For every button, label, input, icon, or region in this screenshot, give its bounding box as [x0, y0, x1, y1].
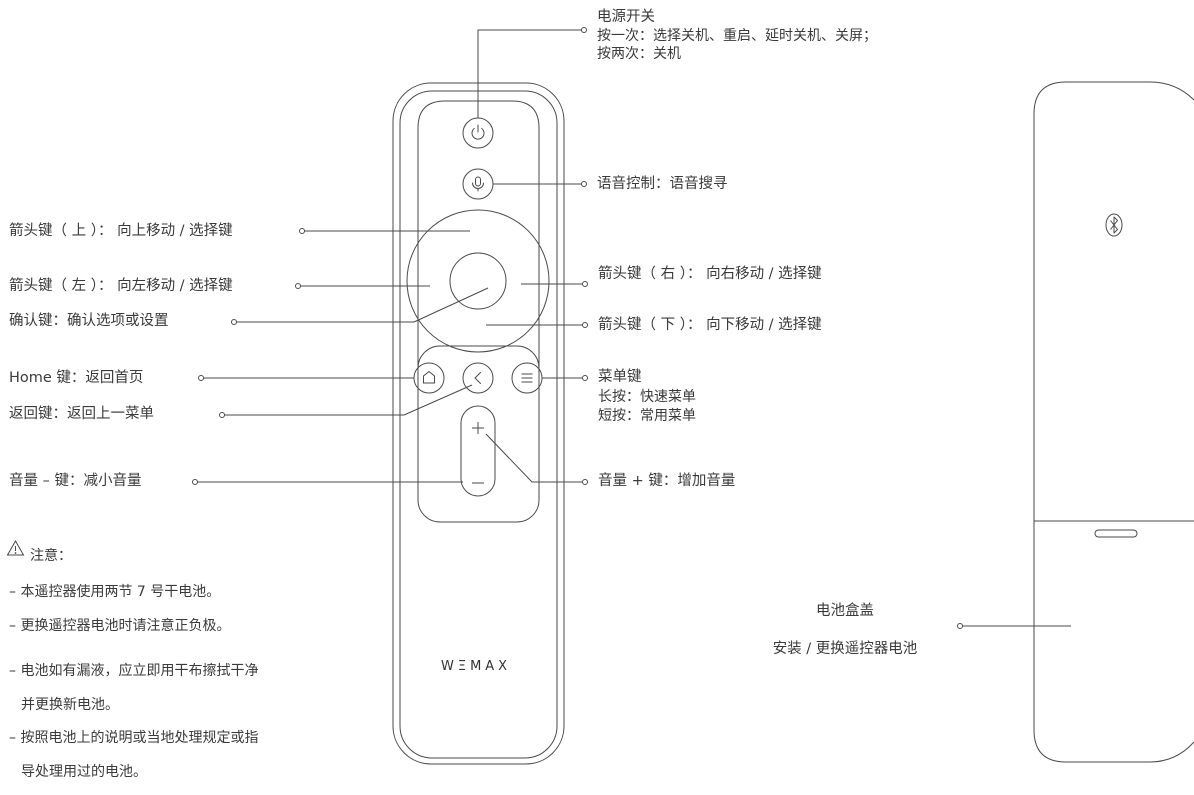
power-icon	[471, 124, 485, 140]
power-title: 电源开关	[597, 9, 655, 25]
notice-item: 并更换新电池。	[21, 697, 119, 713]
confirm-label: 确认键：确认选项或设置	[9, 313, 169, 329]
leader-lines	[197, 29, 1071, 627]
volume-up-leader	[485, 433, 583, 483]
volume-up-label: 音量 + 键：增加音量	[598, 473, 736, 489]
arrow-right-label: 箭头键（ 右 ）： 向右移动 / 选择键	[598, 266, 822, 282]
notice-item: – 本遥控器使用两节 7 号干电池。	[9, 584, 221, 600]
menu-short-press: 短按：常用菜单	[598, 408, 696, 424]
bluetooth-icon	[1110, 216, 1118, 234]
notice-item: – 按照电池上的说明或当地处理规定或指	[9, 730, 259, 746]
back-label: 返回键：返回上一菜单	[9, 406, 154, 422]
volume-down-label: 音量 – 键：减小音量	[9, 473, 142, 489]
confirm-leader-diag	[413, 287, 489, 323]
chevron-left-icon	[474, 372, 481, 384]
microphone-icon	[472, 176, 484, 192]
power-line2: 按两次：关机	[597, 46, 681, 62]
volume-rocker[interactable]	[460, 405, 496, 497]
ok-button[interactable]	[449, 252, 507, 310]
bluetooth-badge	[1105, 213, 1123, 237]
menu-icon	[521, 373, 533, 383]
voice-label: 语音控制：语音搜寻	[597, 176, 728, 192]
notice-item: – 电池如有漏液，应立即用干布擦拭干净	[9, 663, 259, 679]
plus-icon	[472, 422, 484, 434]
notice-item: – 更换遥控器电池时请注意正负极。	[9, 618, 231, 634]
arrow-down-label: 箭头键（ 下 ）： 向下移动 / 选择键	[598, 317, 822, 333]
power-leader	[477, 29, 582, 118]
dpad-ring[interactable]	[406, 209, 550, 353]
leader-dots	[192, 27, 963, 629]
notice-heading: 注意：	[30, 548, 72, 564]
volume-panel	[417, 345, 540, 523]
brand-logo: WΞMAX	[441, 659, 512, 674]
remote-back	[1033, 81, 1194, 763]
back-leader-diag	[403, 384, 473, 416]
battery-cover-latch[interactable]	[1094, 529, 1138, 538]
arrow-up-label: 箭头键（ 上 ）： 向上移动 / 选择键	[9, 223, 233, 239]
back-button[interactable]	[462, 362, 494, 394]
menu-long-press: 长按：快速菜单	[598, 389, 696, 405]
button-panel	[417, 100, 540, 367]
arrow-left-label: 箭头键（ 左 ）： 向左移动 / 选择键	[9, 278, 233, 294]
home-icon	[423, 370, 435, 384]
menu-title: 菜单键	[598, 369, 642, 385]
home-label: Home 键：返回首页	[9, 370, 144, 386]
notice-item: 导处理用过的电池。	[21, 764, 147, 780]
voice-button[interactable]	[462, 168, 494, 200]
power-line1: 按一次：选择关机、重启、延时关机、关屏；	[597, 28, 877, 44]
warning-icon	[6, 539, 25, 556]
battery-cover-title: 电池盒盖	[816, 603, 874, 619]
power-button[interactable]	[462, 117, 494, 149]
battery-cover-description: 安装 / 更换遥控器电池	[772, 641, 918, 657]
